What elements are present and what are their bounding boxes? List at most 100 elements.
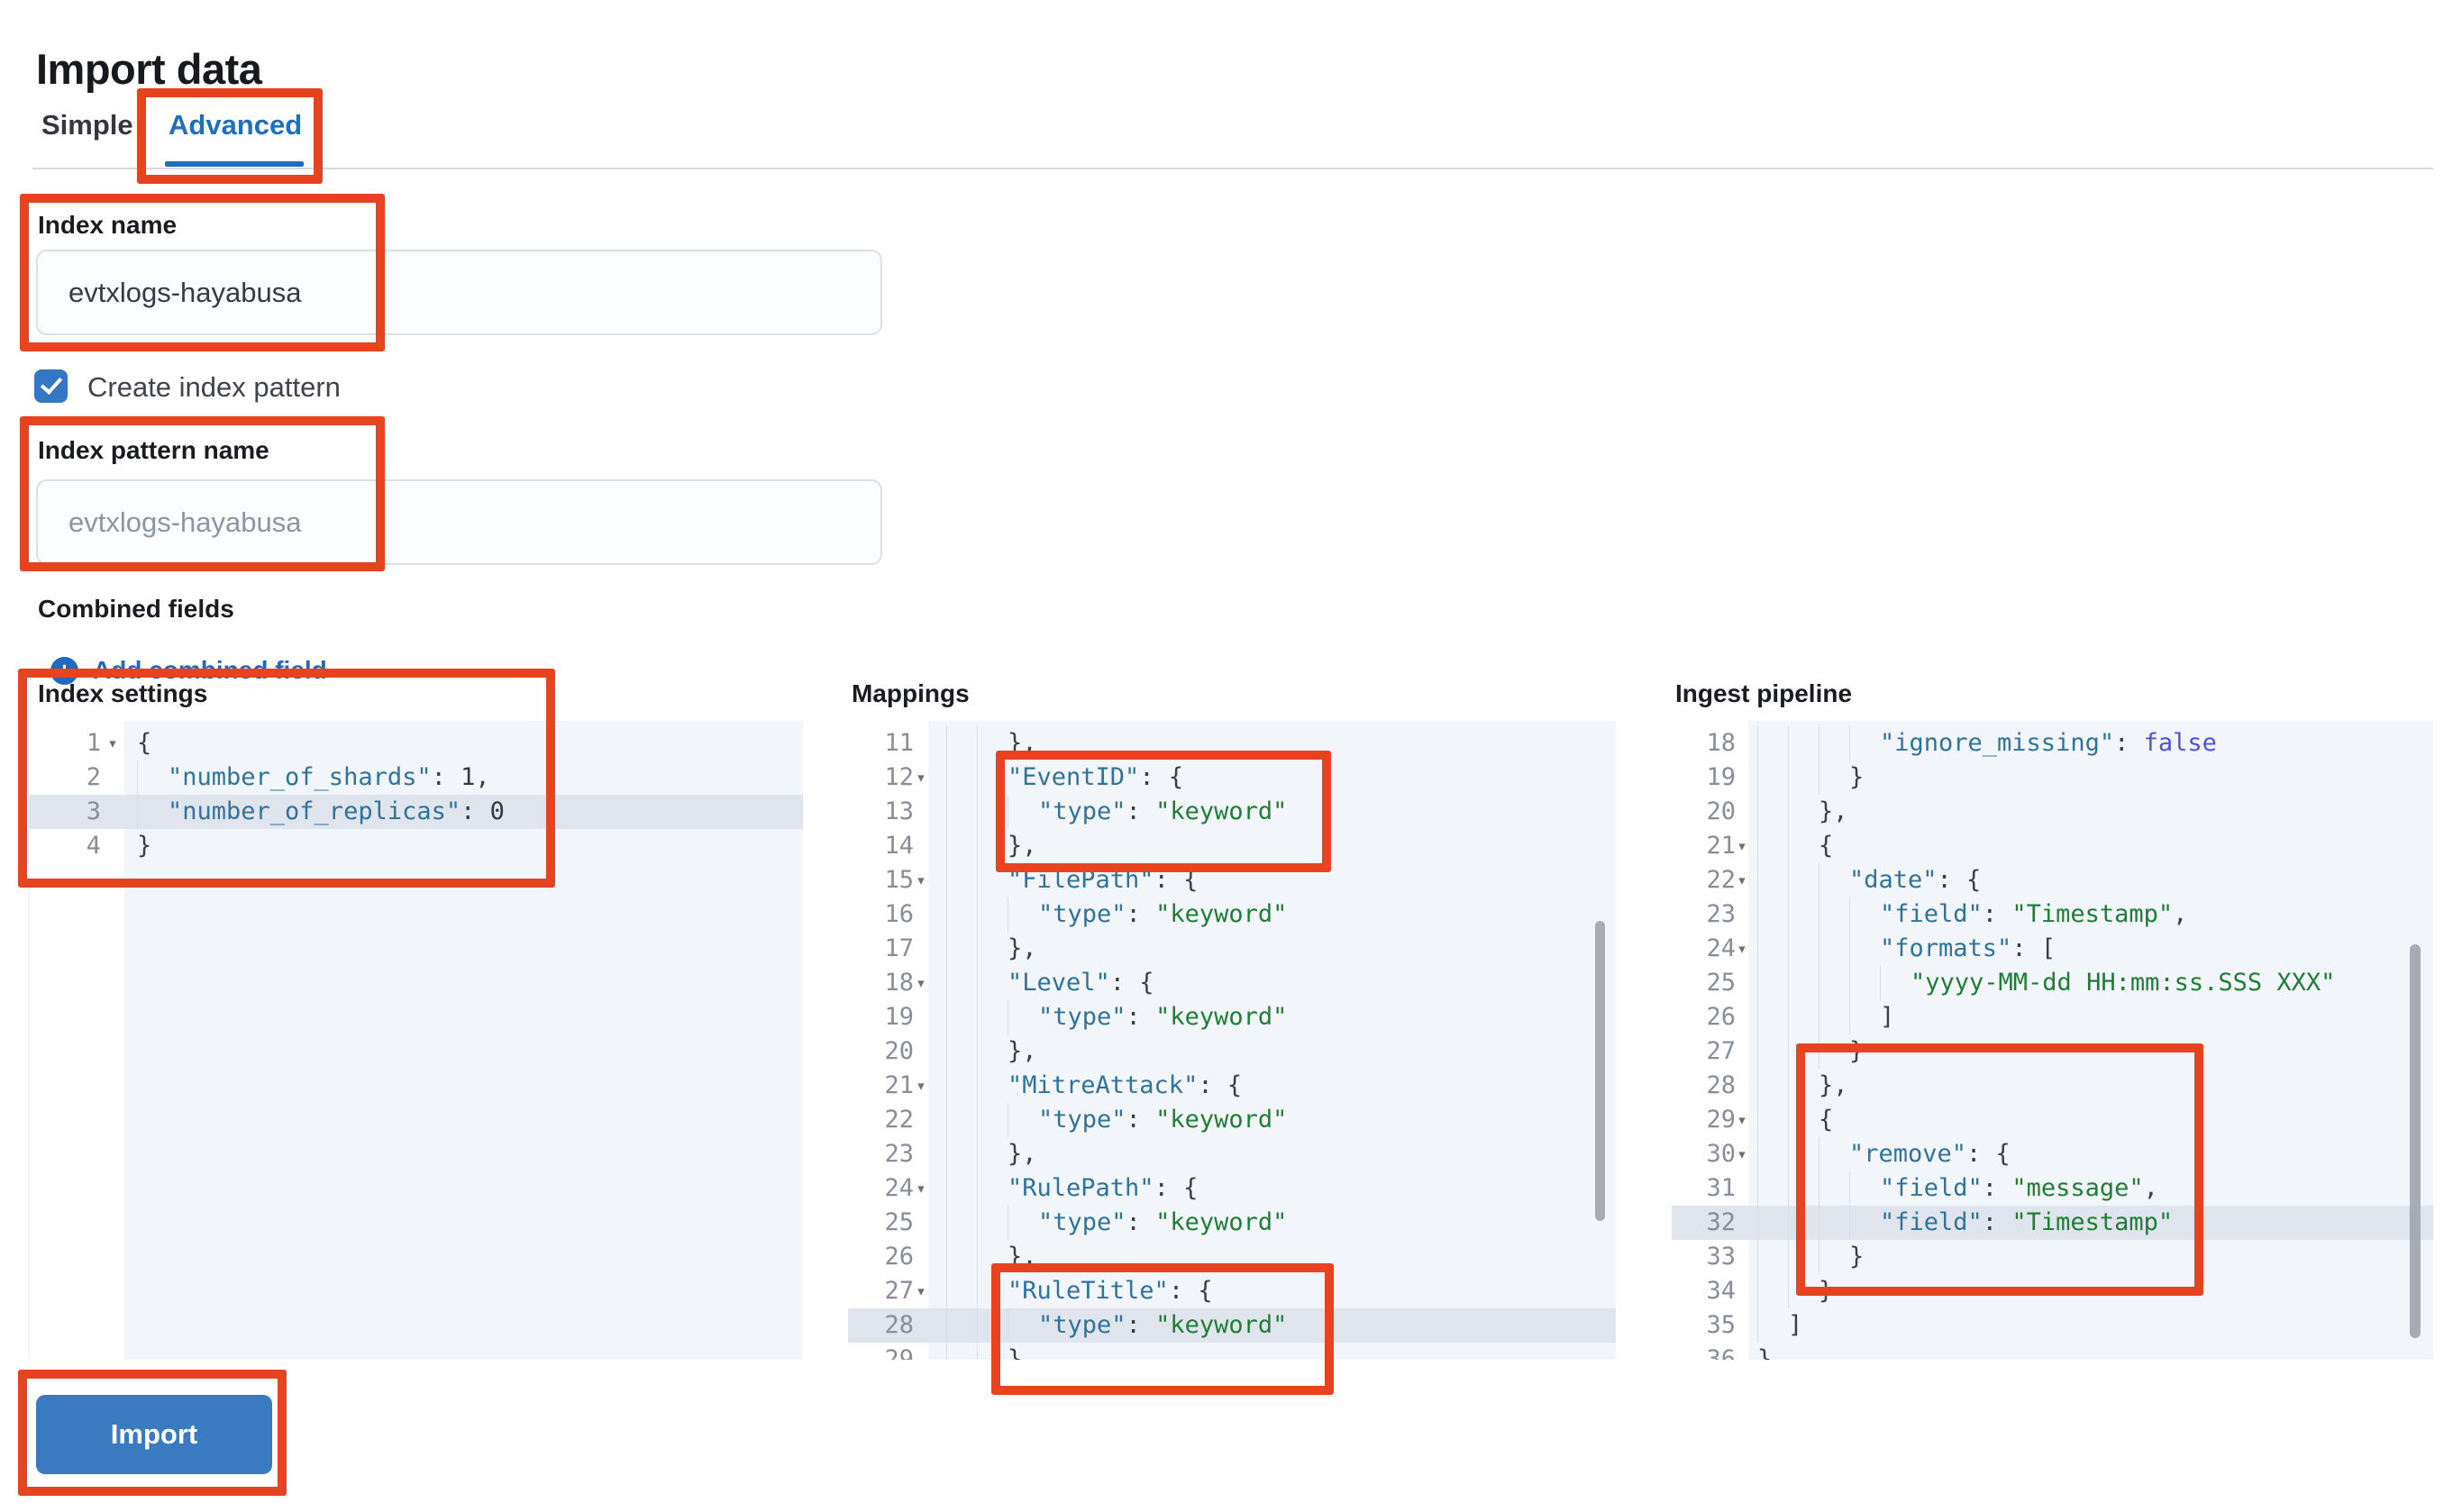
line-number: 20 [884, 1037, 914, 1065]
mappings-label: Mappings [852, 679, 970, 707]
tabs-divider [32, 168, 2433, 169]
code-line: 29▾{ [1672, 1103, 2433, 1137]
line-number: 19 [1706, 763, 1736, 791]
code-line: 24▾"formats": [ [1672, 932, 2433, 966]
mappings-editor[interactable]: 11},12▾"EventID": {13"type": "keyword"14… [848, 721, 1616, 1360]
tab-simple[interactable]: Simple [41, 109, 133, 141]
line-number: 21 [884, 1071, 914, 1099]
line-number: 24 [884, 1174, 914, 1202]
code-line: 18"ignore_missing": false [1672, 726, 2433, 761]
index-settings-label: Index settings [38, 679, 208, 707]
line-number: 28 [884, 1311, 914, 1339]
line-number: 4 [86, 832, 101, 860]
tab-advanced[interactable]: Advanced [169, 109, 303, 141]
line-number: 27 [1706, 1037, 1736, 1065]
code-line: 34} [1672, 1274, 2433, 1308]
line-number: 35 [1706, 1311, 1736, 1339]
ingest-pipeline-label: Ingest pipeline [1675, 679, 1853, 707]
line-number: 22 [884, 1106, 914, 1134]
active-tab-underline [165, 161, 304, 167]
fold-arrow-icon[interactable]: ▾ [916, 870, 926, 890]
code-line: 20}, [848, 1034, 1616, 1069]
code-line: 29}, [848, 1343, 1616, 1360]
line-number: 31 [1706, 1174, 1736, 1202]
index-name-label: Index name [38, 211, 178, 239]
code-line: 35] [1672, 1308, 2433, 1343]
index-settings-editor[interactable]: 1▾{2"number_of_shards": 1,3"number_of_re… [28, 721, 803, 1360]
line-number: 32 [1706, 1208, 1736, 1236]
code-line: 21▾"MitreAttack": { [848, 1069, 1616, 1103]
fold-arrow-icon[interactable]: ▾ [916, 1281, 926, 1301]
line-number: 29 [1706, 1106, 1736, 1134]
code-line: 2"number_of_shards": 1, [29, 761, 803, 795]
line-number: 26 [1706, 1003, 1736, 1031]
fold-arrow-icon[interactable]: ▾ [1737, 1144, 1747, 1164]
line-number: 23 [884, 1140, 914, 1168]
code-line: 36} [1672, 1343, 2433, 1360]
code-line: 23}, [848, 1137, 1616, 1171]
fold-arrow-icon[interactable]: ▾ [1737, 870, 1747, 890]
code-line: 19"type": "keyword" [848, 1000, 1616, 1034]
line-number: 17 [884, 934, 914, 962]
line-number: 3 [86, 797, 101, 825]
create-index-pattern-label: Create index pattern [87, 371, 341, 403]
line-number: 19 [884, 1003, 914, 1031]
index-pattern-name-label: Index pattern name [38, 436, 269, 464]
combined-fields-label: Combined fields [38, 595, 234, 623]
page-title: Import data [36, 45, 262, 94]
fold-arrow-icon[interactable]: ▾ [916, 768, 926, 788]
index-name-input[interactable] [36, 250, 882, 335]
line-number: 15 [884, 866, 914, 894]
code-line: 4} [29, 829, 803, 863]
line-number: 27 [884, 1277, 914, 1305]
fold-arrow-icon[interactable]: ▾ [916, 1076, 926, 1096]
code-line: 28"type": "keyword" [848, 1308, 1616, 1343]
line-number: 26 [884, 1243, 914, 1271]
line-number: 20 [1706, 797, 1736, 825]
line-number: 25 [884, 1208, 914, 1236]
mappings-scrollbar[interactable] [1595, 921, 1605, 1221]
fold-arrow-icon[interactable]: ▾ [916, 973, 926, 993]
line-number: 29 [884, 1345, 914, 1360]
code-line: 20}, [1672, 795, 2433, 829]
create-index-pattern-checkbox[interactable] [34, 369, 68, 403]
code-line: 27▾"RuleTitle": { [848, 1274, 1616, 1308]
fold-arrow-icon[interactable]: ▾ [916, 1179, 926, 1198]
index-pattern-name-input[interactable] [36, 479, 882, 565]
line-number: 2 [86, 763, 101, 791]
code-line: 3"number_of_replicas": 0 [29, 795, 803, 829]
line-number: 13 [884, 797, 914, 825]
code-line: 22"type": "keyword" [848, 1103, 1616, 1137]
code-line: 28}, [1672, 1069, 2433, 1103]
line-number: 18 [1706, 729, 1736, 757]
code-line: 23"field": "Timestamp", [1672, 897, 2433, 932]
code-line: 13"type": "keyword" [848, 795, 1616, 829]
fold-arrow-icon[interactable]: ▾ [1737, 939, 1747, 959]
code-line: 14}, [848, 829, 1616, 863]
code-line: 16"type": "keyword" [848, 897, 1616, 932]
code-line: 33} [1672, 1240, 2433, 1274]
line-number: 36 [1706, 1345, 1736, 1360]
code-line: 12▾"EventID": { [848, 761, 1616, 795]
line-number: 33 [1706, 1243, 1736, 1271]
line-number: 28 [1706, 1071, 1736, 1099]
line-number: 34 [1706, 1277, 1736, 1305]
code-line: 30▾"remove": { [1672, 1137, 2433, 1171]
code-line: 25"yyyy-MM-dd HH:mm:ss.SSS XXX" [1672, 966, 2433, 1000]
ingest-pipeline-scrollbar[interactable] [2410, 944, 2421, 1338]
code-line: 22▾"date": { [1672, 863, 2433, 897]
fold-arrow-icon[interactable]: ▾ [1737, 836, 1747, 856]
code-line: 25"type": "keyword" [848, 1206, 1616, 1240]
code-line: 26}, [848, 1240, 1616, 1274]
fold-arrow-icon[interactable]: ▾ [107, 733, 118, 753]
code-line: 18▾"Level": { [848, 966, 1616, 1000]
line-number: 23 [1706, 900, 1736, 928]
import-button[interactable]: Import [36, 1395, 272, 1474]
code-line: 21▾{ [1672, 829, 2433, 863]
line-number: 18 [884, 969, 914, 997]
line-number: 22 [1706, 866, 1736, 894]
line-number: 12 [884, 763, 914, 791]
fold-arrow-icon[interactable]: ▾ [1737, 1110, 1747, 1130]
